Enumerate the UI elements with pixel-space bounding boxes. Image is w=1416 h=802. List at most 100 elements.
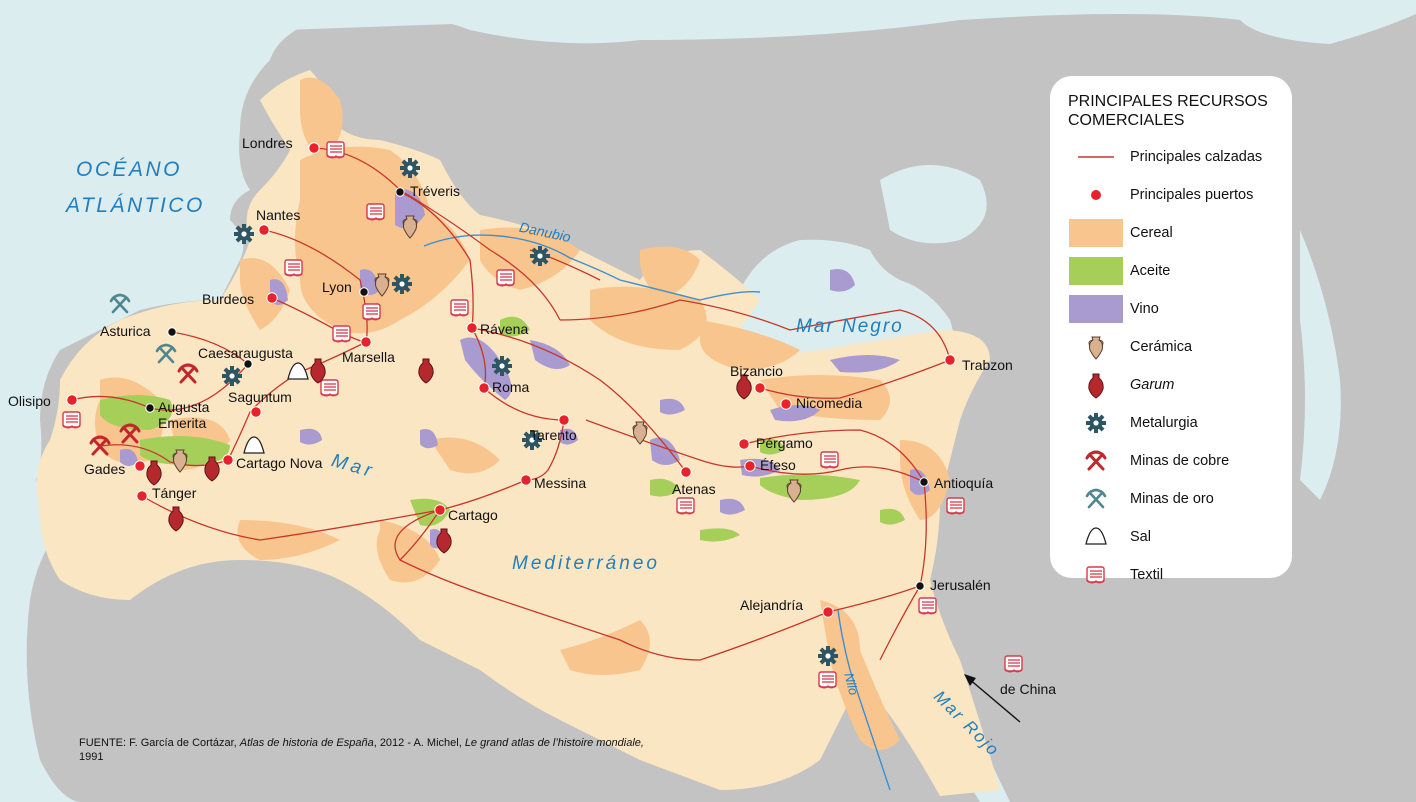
port-dot [944, 354, 956, 366]
legend-item-minas-de-oro: Minas de oro [1068, 480, 1274, 518]
legend-swatch-box [1068, 256, 1124, 286]
gear-icon [1068, 408, 1124, 438]
port-dot [558, 414, 570, 426]
textile-icon [366, 203, 385, 221]
city-label-emerita: Emerita [158, 415, 206, 431]
city-dot [145, 403, 155, 413]
textile-icon [1004, 655, 1023, 673]
source-work2: Le grand atlas de l’histoire mondiale, [464, 737, 644, 749]
city-label-tanger: Tánger [152, 485, 197, 501]
port-dot [520, 474, 532, 486]
port-dot [754, 382, 766, 394]
salt-icon [1068, 522, 1124, 552]
city-dot [359, 287, 369, 297]
city-label-caesaraugusta: Caesaraugusta [198, 345, 293, 361]
port-dot [822, 606, 834, 618]
source-work1: Atlas de historia de España [239, 737, 374, 749]
legend-swatch-box [1068, 218, 1124, 248]
city-label-atenas: Atenas [672, 481, 716, 497]
port-dot [744, 460, 756, 472]
textile-icon [818, 671, 837, 689]
city-label-saguntum: Saguntum [228, 389, 292, 405]
road-line-icon [1068, 142, 1124, 172]
city-label-londres: Londres [242, 135, 293, 151]
legend-label: Aceite [1130, 263, 1171, 279]
legend-label: Minas de cobre [1130, 453, 1230, 469]
ocean-label-2: ATLÁNTICO [64, 194, 205, 217]
legend-label: Sal [1130, 529, 1151, 545]
textile-icon [496, 269, 515, 287]
port-dot [738, 438, 750, 450]
textile-icon [62, 411, 81, 429]
city-label-bizancio: Bizancio [730, 363, 783, 379]
city-label-nantes: Nantes [256, 207, 300, 223]
city-label-cartago-nova: Cartago Nova [236, 455, 323, 471]
city-label-nicomedia: Nicomedia [796, 395, 862, 411]
gear-icon [234, 224, 254, 244]
cities [145, 187, 929, 591]
port-dot [308, 142, 320, 154]
city-dot [919, 477, 929, 487]
source-prefix: FUENTE: F. García de Cortázar, [79, 737, 240, 749]
port-dot [266, 292, 278, 304]
legend-label: Minas de oro [1130, 491, 1214, 507]
city-label-cartago: Cartago [448, 507, 498, 523]
city-label-messina: Messina [534, 475, 586, 491]
port-dot [680, 466, 692, 478]
legend-item-cereal: Cereal [1068, 214, 1274, 252]
city-label-lyon: Lyon [322, 279, 352, 295]
legend-item-principales-calzadas: Principales calzadas [1068, 138, 1274, 176]
city-label-marsella: Marsella [342, 349, 395, 365]
legend-item-textil: Textil [1068, 556, 1274, 594]
legend-swatch [1069, 219, 1123, 247]
city-label-jerusalen: Jerusalén [930, 577, 991, 593]
textile-icon [320, 379, 339, 397]
city-labels: Tréveris Lyon Asturica Caesaraugusta Aug… [100, 183, 1056, 697]
garum-icon [1068, 370, 1124, 400]
textile-icon [946, 497, 965, 515]
city-label-asturica: Asturica [100, 323, 151, 339]
port-dot [134, 460, 146, 472]
city-label-burdeos: Burdeos [202, 291, 254, 307]
city-label-efeso: Éfeso [760, 457, 796, 473]
gear-icon [818, 646, 838, 666]
legend-swatch [1069, 295, 1123, 323]
amphora-icon [1068, 332, 1124, 362]
city-label-roma: Roma [492, 379, 530, 395]
legend-panel: PRINCIPALES RECURSOS COMERCIALES Princip… [1050, 76, 1292, 584]
china-arrow [967, 677, 1021, 723]
legend-item-metalurgia: Metalurgia [1068, 404, 1274, 442]
city-label-tarento: Tarento [530, 427, 577, 443]
textile-icon [820, 451, 839, 469]
legend-swatch-box [1068, 294, 1124, 324]
port-dot [478, 382, 490, 394]
city-label-pergamo: Pérgamo [756, 435, 813, 451]
china-label: de China [1000, 681, 1056, 697]
legend-item-aceite: Aceite [1068, 252, 1274, 290]
copper-mine-icon [1068, 446, 1124, 476]
source-note: FUENTE: F. García de Cortázar, Atlas de … [79, 736, 659, 764]
city-label-augusta: Augusta [158, 399, 210, 415]
legend-label: Textil [1130, 567, 1164, 583]
legend-item-cer-mica: Cerámica [1068, 328, 1274, 366]
port-dot [66, 394, 78, 406]
legend-label: Cerámica [1130, 339, 1193, 355]
port-dot [360, 336, 372, 348]
legend-label: Garum [1130, 377, 1175, 393]
gear-icon [222, 366, 242, 386]
legend-swatch [1069, 257, 1123, 285]
gear-icon [400, 158, 420, 178]
city-label-ravena: Rávena [480, 321, 528, 337]
city-dot [243, 359, 253, 369]
roads [71, 147, 951, 661]
legend-label: Principales puertos [1130, 187, 1254, 203]
city-dot [167, 327, 177, 337]
legend-title: PRINCIPALES RECURSOS COMERCIALES [1068, 93, 1268, 129]
source-suffix: 1991 [79, 751, 104, 763]
textile-icon [284, 259, 303, 277]
gold-mine-icon [1068, 484, 1124, 514]
textile-icon [1068, 560, 1124, 590]
china-arrow-head [964, 674, 976, 686]
legend-label: Principales calzadas [1130, 149, 1263, 165]
